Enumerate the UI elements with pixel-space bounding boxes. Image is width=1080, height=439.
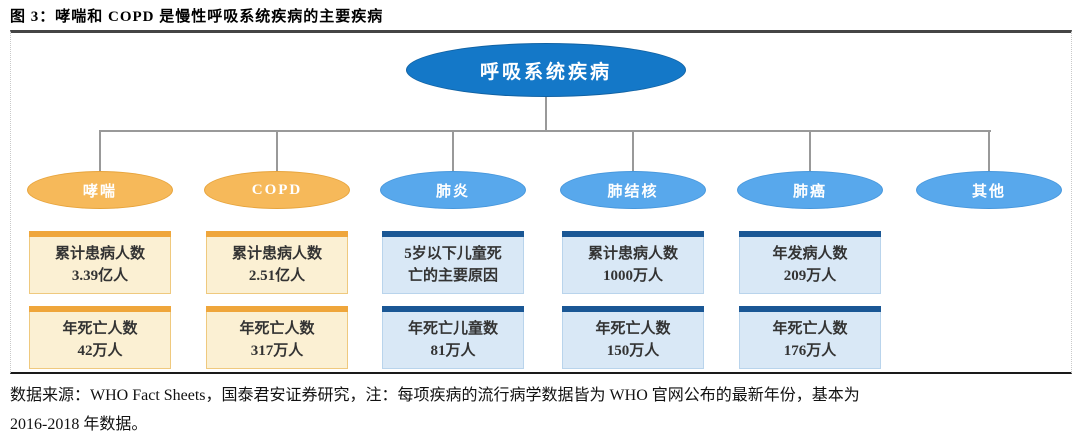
tuberculosis-stat-box-1: 累计患病人数 1000万人 (562, 231, 704, 294)
stat-box-bar (562, 306, 704, 312)
node-lung-cancer-label: 肺癌 (792, 183, 827, 200)
root-node-label: 呼吸系统疾病 (479, 61, 612, 83)
stat-value: 2.51亿人 (248, 268, 306, 284)
connector-drop-lung-cancer (809, 130, 811, 171)
node-other-label: 其他 (971, 183, 1006, 200)
stat-value: 317万人 (250, 343, 304, 359)
connector-drop-tuberculosis (632, 130, 634, 171)
asthma-stat-box-2: 年死亡人数 42万人 (29, 306, 171, 369)
tuberculosis-stat-box-2: 年死亡人数 150万人 (562, 306, 704, 369)
stat-box-bar (382, 231, 524, 237)
node-pneumonia: 肺炎 (380, 171, 526, 209)
connector-drop-other (988, 130, 990, 171)
node-copd-label: COPD (251, 181, 303, 198)
stat-value: 150万人 (606, 343, 660, 359)
figure-title: 图 3：哮喘和 COPD 是慢性呼吸系统疾病的主要疾病 (10, 9, 384, 25)
stat-label: 年死亡人数 (239, 321, 315, 337)
copd-stat-box-2: 年死亡人数 317万人 (206, 306, 348, 369)
stat-box-bar (29, 306, 171, 312)
stat-box-bar (739, 231, 881, 237)
stat-value: 81万人 (430, 343, 476, 359)
stat-box-bar (206, 231, 348, 237)
node-asthma: 哮喘 (27, 171, 173, 209)
connector-drop-asthma (99, 130, 101, 171)
root-node: 呼吸系统疾病 (406, 43, 686, 97)
stat-box-bar (382, 306, 524, 312)
stat-value: 3.39亿人 (71, 268, 129, 284)
lung-cancer-stat-box-1: 年发病人数 209万人 (739, 231, 881, 294)
node-other: 其他 (916, 171, 1062, 209)
connector-drop-copd (276, 130, 278, 171)
footer-note: 数据来源：WHO Fact Sheets，国泰君安证券研究，注：每项疾病的流行病… (10, 381, 1072, 439)
node-pneumonia-label: 肺炎 (435, 183, 470, 200)
stat-value: 209万人 (783, 268, 837, 284)
stat-label: 年死亡人数 (595, 321, 671, 337)
stat-label: 年死亡人数 (772, 321, 848, 337)
pneumonia-stat-box-1: 5岁以下儿童死 亡的主要原因 (382, 231, 524, 294)
stat-label: 年死亡人数 (62, 321, 138, 337)
node-copd: COPD (204, 171, 350, 209)
stat-label: 累计患病人数 (231, 246, 322, 262)
connector-drop-pneumonia (452, 130, 454, 171)
diagram-frame: 呼吸系统疾病 哮喘 COPD 肺炎 肺结核 肺癌 其他 累计患病人数 3.39亿… (10, 30, 1072, 374)
copd-stat-box-1: 累计患病人数 2.51亿人 (206, 231, 348, 294)
stat-label: 年死亡儿童数 (407, 321, 498, 337)
pneumonia-stat-box-2: 年死亡儿童数 81万人 (382, 306, 524, 369)
asthma-stat-box-1: 累计患病人数 3.39亿人 (29, 231, 171, 294)
connector-horizontal-bar (100, 130, 991, 132)
stat-value: 42万人 (77, 343, 123, 359)
stat-box-bar (29, 231, 171, 237)
stat-label: 年发病人数 (772, 246, 848, 262)
node-asthma-label: 哮喘 (82, 183, 117, 200)
connector-root-stem (545, 97, 547, 132)
stat-label: 亡的主要原因 (407, 268, 498, 284)
lung-cancer-stat-box-2: 年死亡人数 176万人 (739, 306, 881, 369)
node-tuberculosis-label: 肺结核 (607, 183, 659, 200)
footer-note-line1: 数据来源：WHO Fact Sheets，国泰君安证券研究，注：每项疾病的流行病… (10, 387, 860, 404)
stat-label: 累计患病人数 (54, 246, 145, 262)
node-tuberculosis: 肺结核 (560, 171, 706, 209)
stat-label: 5岁以下儿童死 (404, 246, 502, 262)
stat-label: 累计患病人数 (587, 246, 678, 262)
stat-box-bar (562, 231, 704, 237)
stat-box-bar (206, 306, 348, 312)
stat-value: 176万人 (783, 343, 837, 359)
stat-box-bar (739, 306, 881, 312)
node-lung-cancer: 肺癌 (737, 171, 883, 209)
footer-note-line2: 2016-2018 年数据。 (10, 416, 148, 433)
stat-value: 1000万人 (602, 268, 663, 284)
